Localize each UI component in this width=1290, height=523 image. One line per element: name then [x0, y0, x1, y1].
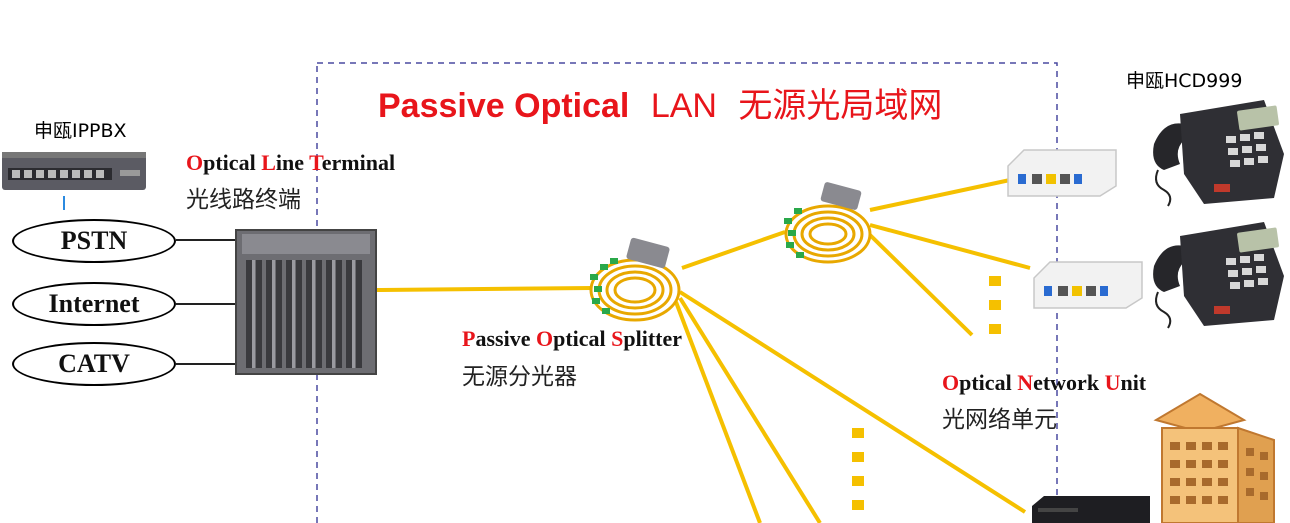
title-part-cn: 无源光局域网: [738, 87, 943, 125]
onu-label-cn: 光网络单元: [942, 407, 1057, 433]
ippbx-device-icon: [2, 152, 146, 190]
olt-chassis-icon: [235, 229, 377, 375]
olt-label-cn: 光线路终端: [186, 187, 301, 213]
phone-icon-2: [1153, 222, 1284, 329]
building-icon: [1153, 392, 1275, 523]
splitter-label-cn: 无源分光器: [462, 364, 577, 390]
catv-ellipse: CATV: [12, 342, 176, 386]
internet-ellipse: Internet: [12, 282, 176, 326]
phone-icon-1: [1153, 100, 1284, 207]
continuation-dots: [852, 276, 1001, 510]
onu-device-icon-3: [1032, 496, 1150, 523]
ippbx-label: 申瓯IPPBX: [34, 120, 127, 142]
fiber-lines: [375, 178, 1031, 523]
onu-device-icon-1: [1007, 149, 1117, 197]
olt-label-en: Optical Line Terminal: [186, 150, 396, 175]
title-part-lan: LAN: [650, 87, 717, 125]
diagram-title: Passive Optical LAN 无源光局域网: [378, 78, 942, 127]
splitter-label-en: Passive Optical Splitter: [462, 326, 683, 351]
splitter-icon-2: [784, 182, 872, 264]
onu-device-icon-2: [1033, 261, 1143, 309]
splitter-icon-1: [589, 237, 681, 322]
phone-label: 申瓯HCD999: [1126, 70, 1243, 92]
title-part-en: Passive Optical: [378, 87, 630, 125]
pstn-ellipse: PSTN: [12, 219, 176, 263]
onu-label-en: Optical Network Unit: [942, 370, 1147, 395]
